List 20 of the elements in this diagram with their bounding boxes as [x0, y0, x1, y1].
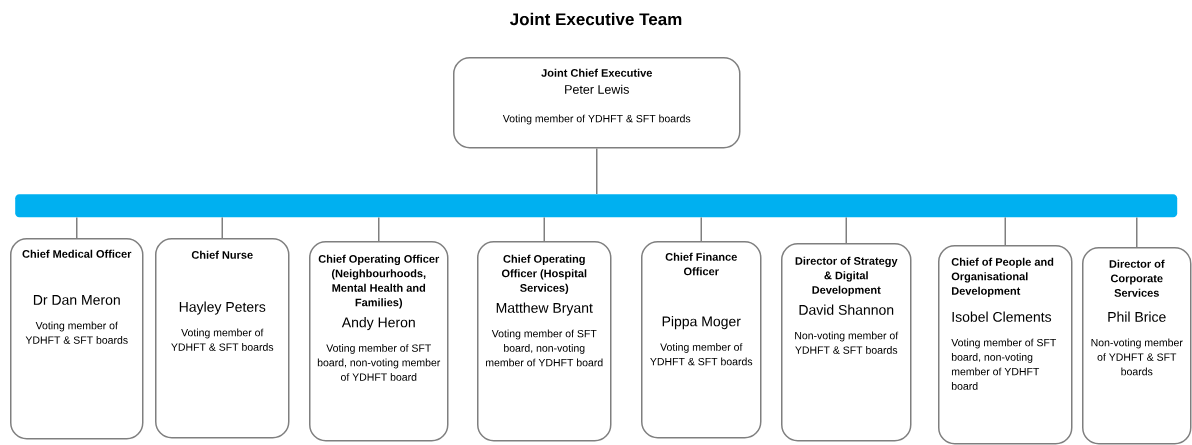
- chart-title: Joint Executive Team: [509, 12, 682, 26]
- connector-line: [76, 216, 78, 239]
- connector-line: [1136, 216, 1138, 248]
- role-box: Director of Strategy & Digital Development David Shannon Non-voting member of YDHFT & SFT boards: [781, 243, 912, 442]
- connector-line: [1004, 216, 1006, 246]
- role-box: Chief Operating Officer (Neighbourhoods, Mental Health and Families) Andy Heron Voting member of SFT board, non-voting member of YDHFT board: [309, 241, 449, 442]
- connector-line: [700, 216, 702, 242]
- role-box: Chief Medical Officer Dr Dan Meron Voting member of YDHFT & SFT boards: [10, 238, 144, 440]
- connector-line: [543, 216, 545, 242]
- connector-line: [845, 216, 847, 244]
- connector-bar: [15, 194, 1178, 218]
- role-box: Chief Nurse Hayley Peters Voting member of YDHFT & SFT boards: [155, 238, 290, 439]
- connector-line: [596, 147, 598, 195]
- role-box: Chief of People and Organisational Development Isobel Clements Voting member of SFT board, non-voting member of YDHFT board: [938, 245, 1073, 445]
- role-box: Chief Operating Officer (Hospital Services) Matthew Bryant Voting member of SFT board, non-voting member of YDHFT board: [477, 241, 612, 442]
- role-box: Director of Corporate Services Phil Brice Non-voting member of YDHFT & SFT boards: [1082, 247, 1192, 445]
- executive-box: Joint Chief Executive Peter Lewis Voting member of YDHFT & SFT boards: [453, 57, 741, 149]
- connector-line: [378, 216, 380, 242]
- role-box: Chief Finance Officer Pippa Moger Voting member of YDHFT & SFT boards: [641, 241, 762, 439]
- connector-line: [221, 216, 223, 239]
